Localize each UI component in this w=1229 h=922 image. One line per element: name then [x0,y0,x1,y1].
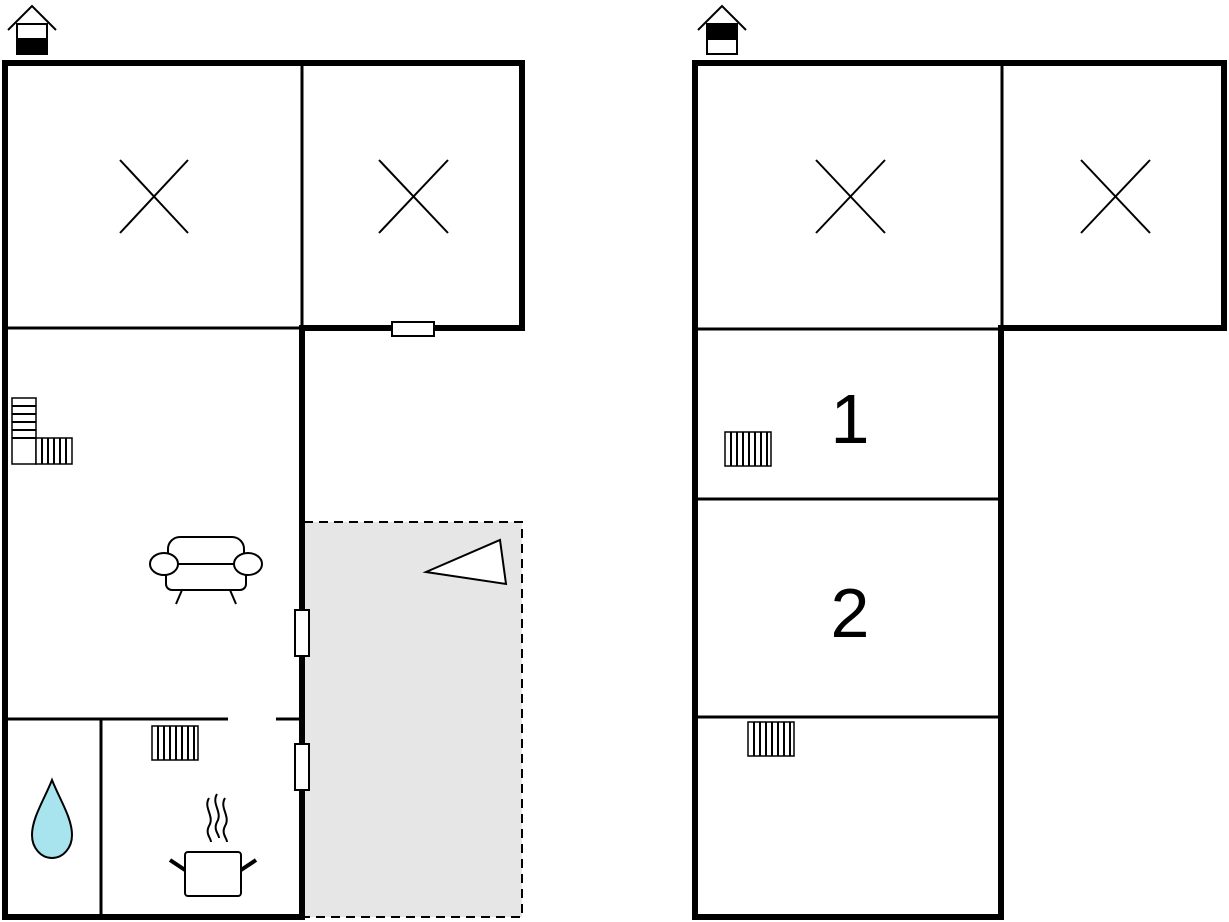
radiator-icon [724,431,772,467]
house-upper-floor-icon [697,4,747,55]
door [294,609,310,657]
terrace-area [303,521,523,918]
terrace-triangle-icon [422,538,508,586]
house-ground-floor-icon [7,4,57,55]
no-access-x-icon [1080,159,1151,234]
sofa-icon [149,536,263,605]
door [294,743,310,791]
cooking-pot-icon [168,793,258,897]
upper-outer-wall [692,60,1227,920]
radiator-icon [747,721,795,757]
radiator-icon [151,725,199,761]
window [391,321,435,337]
no-access-x-icon [815,159,886,234]
room-label-1: 1 [831,380,870,458]
water-drop-icon [30,777,74,860]
stairs-icon [11,397,73,465]
no-access-x-icon [119,159,189,234]
no-access-x-icon [378,159,449,234]
ground-floor-plan [2,4,525,920]
room-label-2: 2 [831,574,870,652]
upper-floor-plan: 1 2 [692,4,1227,920]
